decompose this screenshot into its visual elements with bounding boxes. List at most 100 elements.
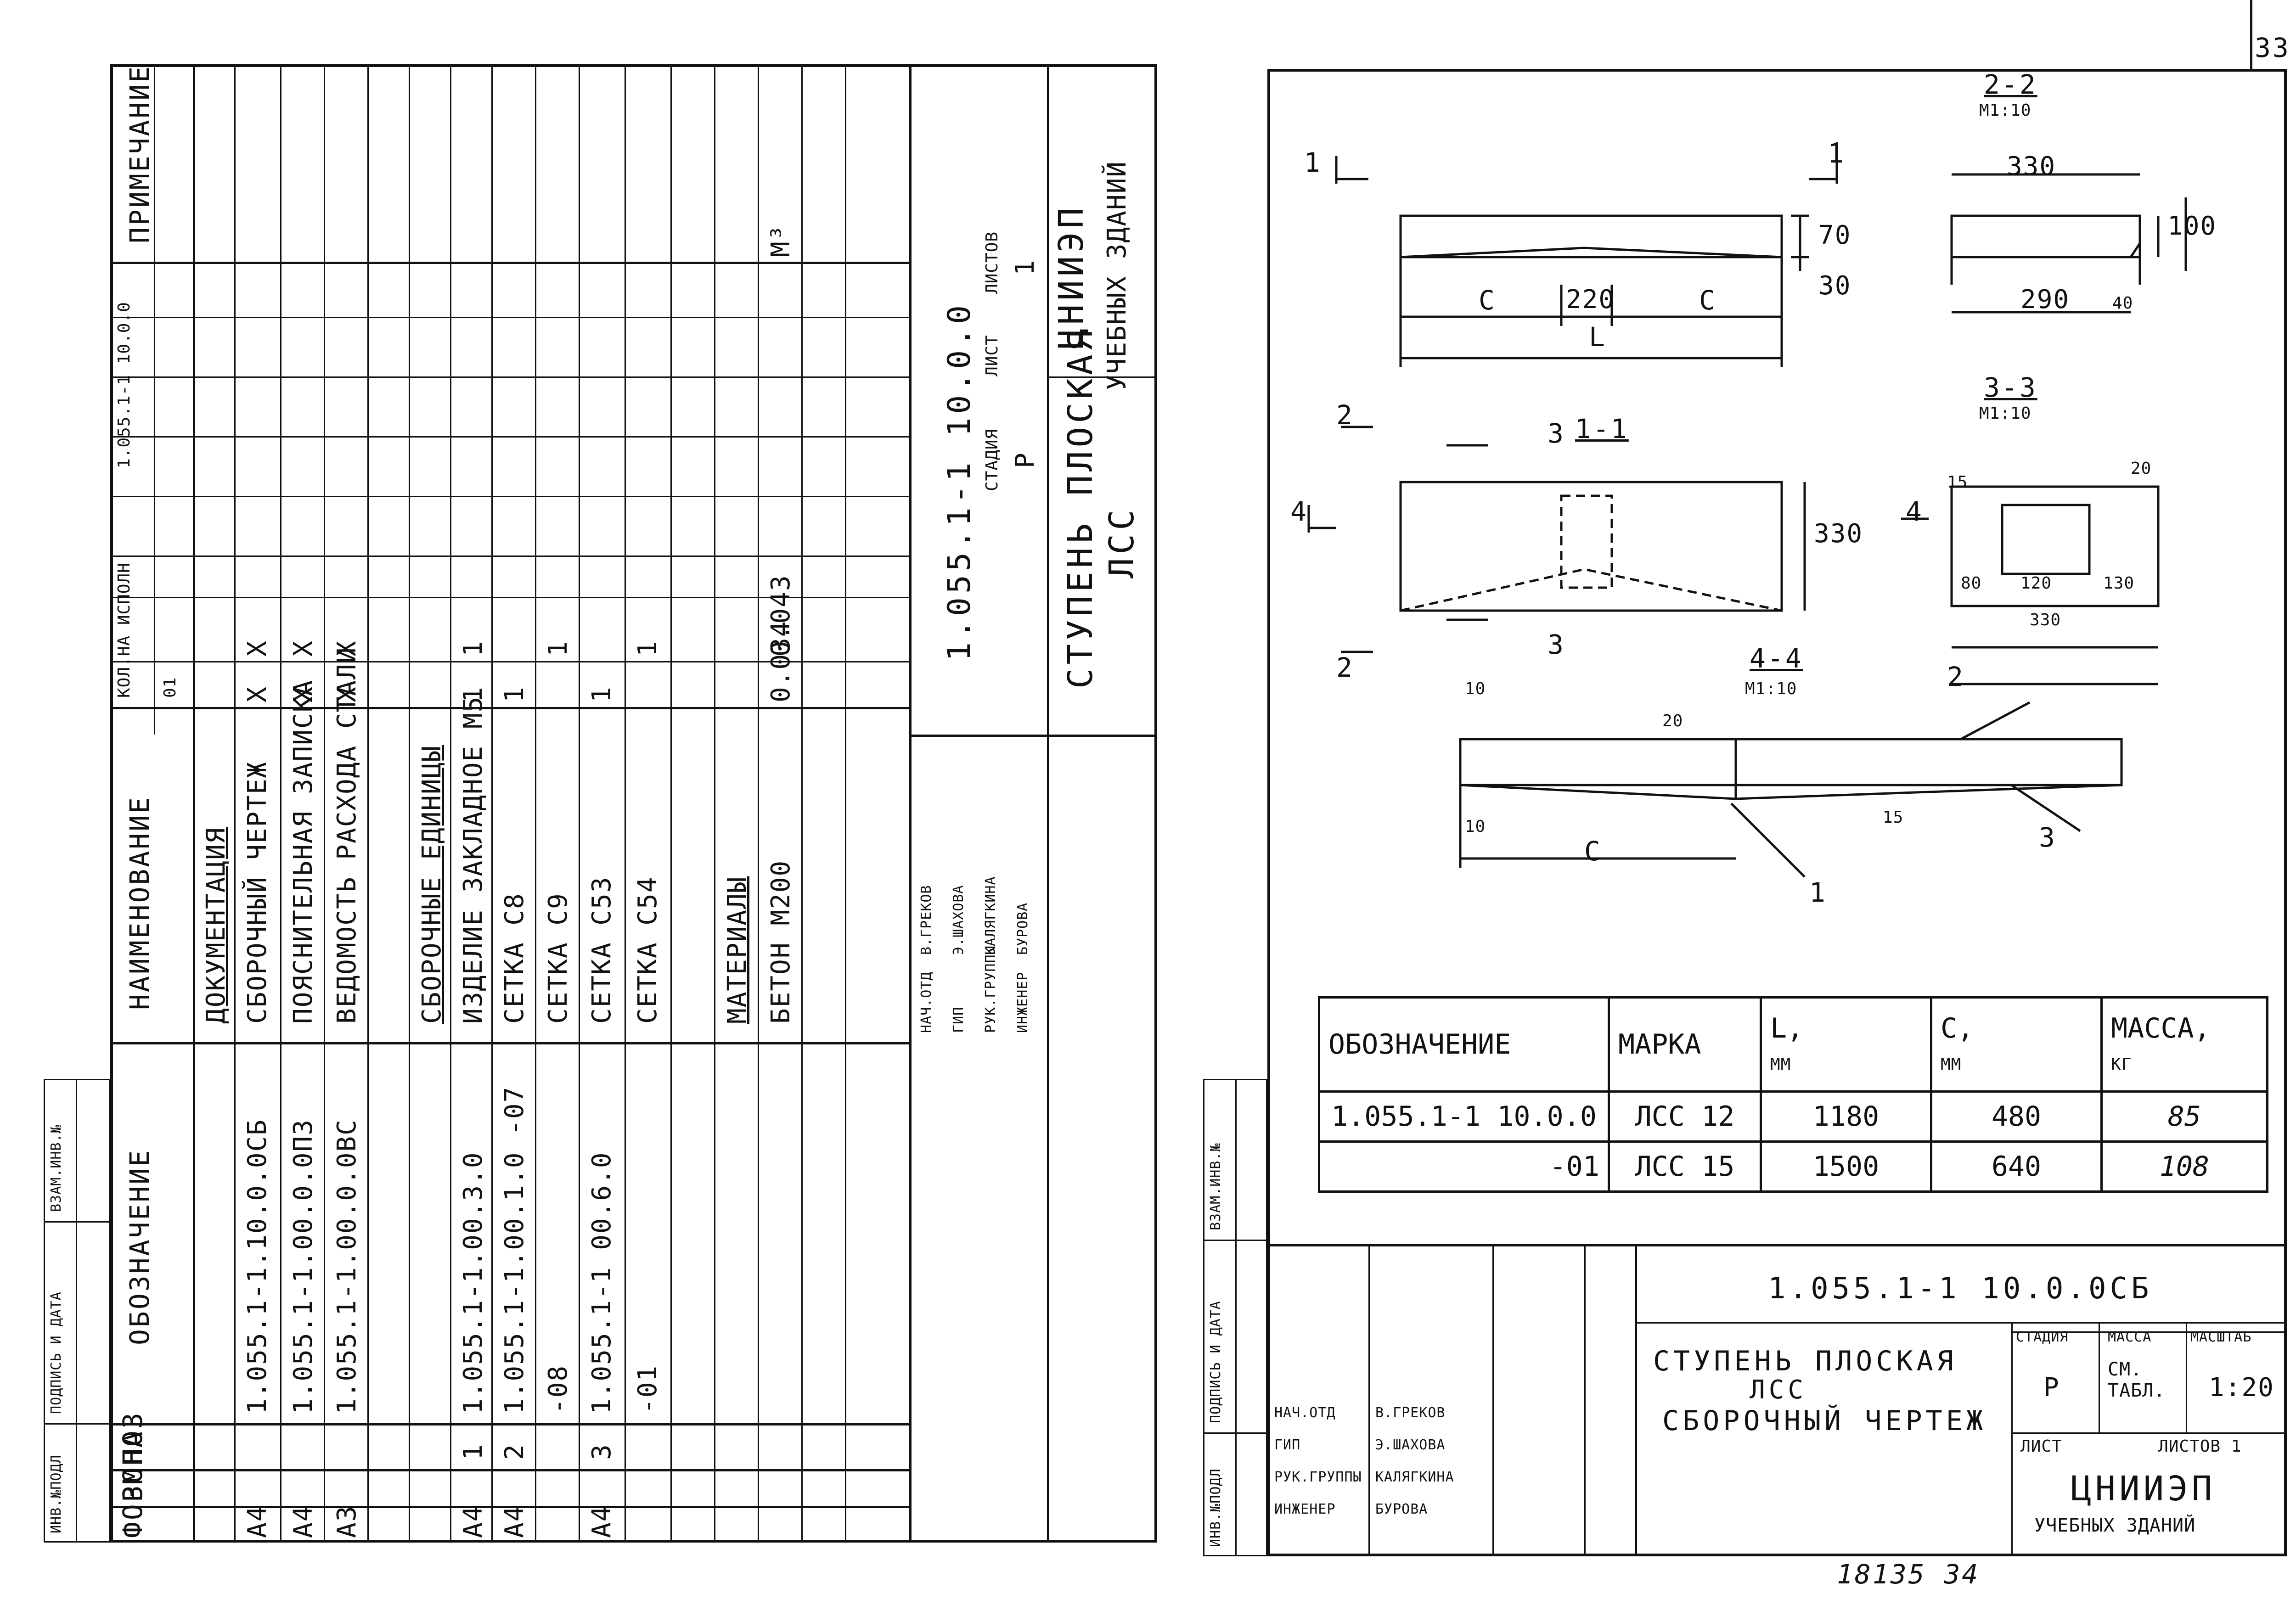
variant-table: ОБОЗНАЧЕНИЕ МАРКА L,ММ С,ММ МАССА,КГ 1.0… (1318, 996, 2268, 1193)
dim-40: 40 (2112, 294, 2133, 313)
row-name: ДОКУМЕНТАЦИЯ (201, 827, 231, 1024)
side-inv-copy: ВЗАМ.ИНВ.№ (48, 1124, 64, 1212)
divider (579, 64, 580, 1543)
cut-3-top: 3 (1548, 418, 1565, 449)
right-sheet-h: ЛИСТ (2020, 1437, 2062, 1456)
row-q0: 1 (587, 686, 617, 702)
staff-name: КАЛЯГКИНА (983, 876, 999, 955)
row-name: ВЕДОМОСТЬ РАСХОДА СТАЛИ (332, 646, 362, 1024)
table-cell: -01 (1318, 1140, 1610, 1193)
dim-l: L (1589, 321, 1607, 353)
divider (2250, 0, 2252, 69)
row-name: СЕТКА С53 (587, 876, 617, 1024)
row-format: А4 (587, 1505, 617, 1538)
left-org: ЦНИИЭП (1052, 204, 1091, 349)
dim-330-top: 330 (2007, 152, 2056, 181)
staff-role: РУК.ГРУППЫ (1274, 1469, 1362, 1485)
divider (110, 1506, 909, 1508)
side-inv-orig: ИНВ.№ПОДЛ (1208, 1468, 1224, 1547)
right-mass-h: МАССА (2108, 1329, 2152, 1345)
row-name: СБОРОЧНЫЙ ЧЕРТЕЖ (242, 761, 272, 1024)
row-format: А4 (242, 1505, 272, 1538)
row-designation: 1.055.1-1.00.1.0 -07 (500, 1086, 529, 1414)
divider (76, 1079, 77, 1543)
divider (450, 64, 451, 1543)
position-2: 2 (1947, 661, 1965, 692)
divider (1267, 1244, 2287, 1246)
divider (110, 317, 909, 318)
dim-290: 290 (2020, 285, 2070, 314)
view-33-scale: М1:10 (1979, 404, 2032, 423)
right-sheets-h: ЛИСТОВ 1 (2158, 1437, 2242, 1456)
right-org2: УЧЕБНЫХ ЗДАНИЙ (2034, 1515, 2196, 1536)
header-exec-01: 01 (161, 677, 180, 698)
divider (1235, 1079, 1237, 1556)
side-inv-orig: ИНВ.№ПОДЛ (48, 1454, 64, 1533)
view-11-title: 1-1 (1575, 413, 1629, 444)
row-name: БЕТОН М200 (766, 859, 796, 1024)
table-cell: 640 (1930, 1140, 2103, 1193)
staff-role: НАЧ.ОТД (918, 971, 934, 1033)
row-q0: X (332, 686, 362, 702)
dim-80: 80 (1961, 574, 1982, 593)
row-name: СЕТКА С9 (543, 892, 573, 1024)
cut-2-top: 2 (1336, 399, 1354, 431)
table-cell: 1180 (1760, 1090, 1932, 1143)
table-cell: 1500 (1760, 1140, 1932, 1193)
divider (44, 1221, 110, 1223)
staff-role: ИНЖЕНЕР (1274, 1501, 1336, 1517)
side-inv-copy: ВЗАМ.ИНВ.№ (1208, 1143, 1224, 1230)
right-title-line1: СТУПЕНЬ ПЛОСКАЯ (1653, 1345, 1957, 1377)
divider (1203, 1240, 1267, 1241)
divider (491, 64, 493, 1543)
dim-c-44: С (1584, 836, 1602, 867)
view-22-scale: М1:10 (1979, 101, 2032, 120)
row-q1: X (288, 640, 318, 657)
th-unit: ММ (1770, 1055, 1791, 1074)
dim-15: 15 (1947, 473, 1968, 492)
left-org2: УЧЕБНЫХ ЗДАНИЙ (1102, 160, 1132, 390)
left-sheet-frame (110, 64, 1157, 1543)
page-number: 33 (2255, 32, 2290, 63)
row-pos: 2 (500, 1443, 529, 1460)
right-stage-h: СТАДИЯ (2016, 1329, 2069, 1345)
row-format: А4 (288, 1505, 318, 1538)
cut-3-bottom: 3 (1548, 629, 1565, 660)
cut-4-left: 4 (1290, 496, 1308, 527)
row-q0: X (288, 686, 318, 702)
divider (324, 64, 325, 1543)
th-mass: МАССА,КГ (2100, 996, 2268, 1093)
dim-10-top: 10 (1465, 679, 1486, 698)
divider (845, 64, 846, 1543)
divider (758, 64, 759, 1543)
right-org: ЦНИИЭП (2071, 1469, 2216, 1509)
divider (2011, 1432, 2287, 1434)
th-unit: ММ (1941, 1055, 1962, 1074)
row-designation: 1.055.1-1.00.0.0ПЗ (288, 1119, 318, 1414)
divider (193, 64, 195, 1543)
dim-30: 30 (1818, 271, 1851, 301)
dim-20-44: 20 (1662, 712, 1683, 730)
row-designation: -01 (633, 1364, 663, 1414)
dim-120: 120 (2020, 574, 2052, 593)
divider (2186, 1322, 2187, 1432)
left-title-code: 1.055.1-1 10.0.0 (941, 301, 978, 661)
dim-330-33: 330 (2030, 611, 2061, 629)
divider (1368, 1244, 1370, 1556)
divider (110, 1423, 909, 1425)
row-q1: 1 (633, 640, 663, 657)
divider (1635, 1244, 1637, 1556)
table-cell: ЛСС 15 (1608, 1140, 1762, 1193)
row-note: М³ (766, 224, 796, 257)
divider (110, 376, 909, 378)
assembly-drawing (1307, 142, 2187, 878)
header-qty-exec: КОЛ.НА ИСПОЛН (115, 562, 134, 698)
row-format: А4 (458, 1505, 488, 1538)
header-pos: ПОЗ (117, 1411, 148, 1465)
row-q1: X (242, 640, 272, 657)
side-sign-date: ПОДПИСЬ И ДАТА (48, 1291, 64, 1414)
staff-name: КАЛЯГКИНА (1375, 1469, 1454, 1485)
row-q1: 0.043 (766, 574, 796, 657)
divider (909, 64, 912, 1543)
